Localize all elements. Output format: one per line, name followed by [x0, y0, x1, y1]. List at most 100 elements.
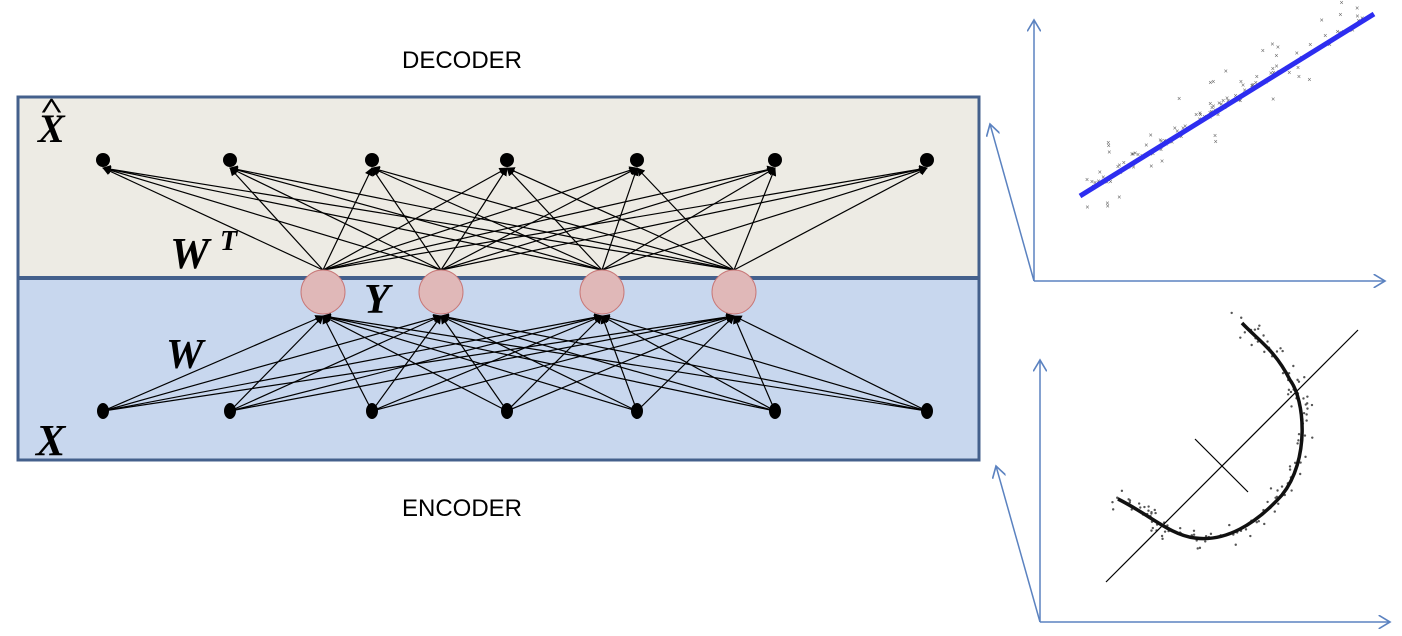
decoder-edge [371, 167, 442, 271]
plot1-point: × [1106, 204, 1110, 211]
plot2-point [1297, 380, 1301, 383]
plot2-point [1198, 546, 1202, 550]
plot2-secondary-axis [1194, 438, 1249, 493]
plot1-point: × [1328, 42, 1332, 49]
plot1-point: × [1198, 111, 1202, 118]
encoder-edge [371, 315, 603, 412]
w-transpose-superscript: T [220, 226, 239, 257]
output-node [96, 153, 110, 167]
plot1-point: × [1250, 83, 1254, 90]
decoder-edge [102, 166, 442, 271]
plot2-point [1111, 500, 1114, 504]
y-label: Y [364, 277, 393, 323]
plot2-point [1257, 520, 1260, 523]
plot1-point: × [1320, 18, 1324, 25]
encoder-edge [506, 315, 735, 412]
decoder-edge [229, 167, 442, 271]
encoder-edge [102, 315, 324, 412]
plot1-point: × [1133, 150, 1137, 157]
plot1-point: × [1274, 64, 1278, 71]
output-node [223, 153, 237, 167]
plot1-point: × [1219, 102, 1223, 109]
encoder-edge [636, 315, 735, 412]
plot2-point [1288, 468, 1292, 471]
plot2-point [1273, 510, 1276, 513]
plot2-point [1130, 508, 1133, 511]
decoder-edge [440, 167, 638, 271]
plot1-point: × [1355, 14, 1359, 21]
plot2-point [1306, 407, 1309, 410]
plot1-point: × [1173, 125, 1177, 132]
decoder-edge [371, 166, 735, 271]
plot2-point [1258, 324, 1261, 327]
plot2-point [1311, 436, 1314, 439]
plot1-point: × [1131, 151, 1135, 158]
plot2-point [1253, 328, 1257, 331]
plot1-point: × [1237, 98, 1241, 105]
decoder-edge [371, 167, 603, 271]
x-hat-letter: X [36, 106, 66, 151]
plot1-point: × [1183, 123, 1187, 130]
encoder-edge [440, 315, 508, 412]
plot2-point [1266, 340, 1269, 343]
plot1-point: × [1158, 137, 1162, 144]
plot1-point: × [1351, 27, 1355, 34]
plot2-point [1111, 508, 1115, 511]
plot1-point: × [1105, 201, 1109, 208]
plot1-point: × [1224, 69, 1228, 76]
hidden-node [300, 269, 346, 315]
plot2-point [1120, 489, 1124, 493]
plot2-point [1160, 534, 1164, 538]
plot2-point [1305, 402, 1309, 405]
decoder-edge [322, 165, 928, 271]
plot1-point: × [1194, 112, 1198, 119]
plot2-point [1310, 403, 1314, 407]
encoder-edge [229, 313, 735, 412]
plot1-point: × [1270, 41, 1274, 48]
plot1-point: × [1177, 96, 1181, 103]
plot1-point: × [1085, 204, 1089, 211]
encoder-edge [322, 315, 373, 412]
plot1-point: × [1151, 151, 1155, 158]
plot2-point [1266, 500, 1269, 504]
plot1-point: × [1355, 6, 1359, 13]
plot2-point [1178, 526, 1182, 530]
plot1-point: × [1105, 180, 1109, 187]
plot1-point: × [1307, 77, 1311, 84]
plot2-point [1161, 537, 1164, 541]
plot2-point [1293, 461, 1297, 465]
encoder-edge [102, 312, 735, 412]
decoder-edge [506, 167, 735, 271]
plot2-point [1239, 336, 1242, 339]
plot2-point [1303, 434, 1307, 437]
plot1-point: × [1297, 74, 1301, 81]
plot1-point: × [1340, 0, 1344, 7]
plot1-point: × [1295, 51, 1299, 58]
plot1-point: × [1149, 133, 1153, 140]
plot1-fit-line [1078, 11, 1376, 199]
plot2-point [1290, 405, 1293, 408]
plot1-point: × [1261, 48, 1265, 55]
plot2-point [1296, 378, 1299, 382]
decoder-edge [601, 166, 928, 271]
x-hat-label: X ^ [36, 91, 66, 151]
plot2-point [1154, 511, 1157, 515]
plot1-point: × [1308, 42, 1312, 49]
plot2-point [1151, 526, 1155, 530]
plot2-point [1209, 532, 1213, 536]
decoder-edge [229, 165, 735, 271]
linear-pca-plot: ××××××××××××××××××××××××××××××××××××××××… [990, 0, 1385, 281]
plot1-point: × [1106, 140, 1110, 147]
plot1-point: × [1217, 101, 1221, 108]
plot2-point [1275, 350, 1279, 353]
plot2-point [1296, 442, 1299, 445]
plot2-point [1196, 547, 1199, 550]
plot1-point: × [1226, 98, 1230, 105]
plot1-point: × [1130, 152, 1134, 159]
encoder-edge [371, 315, 442, 412]
plot1-point: × [1274, 53, 1278, 60]
decoder-edge [322, 165, 776, 271]
plot2-point [1281, 349, 1284, 353]
plot2-point [1255, 521, 1258, 524]
